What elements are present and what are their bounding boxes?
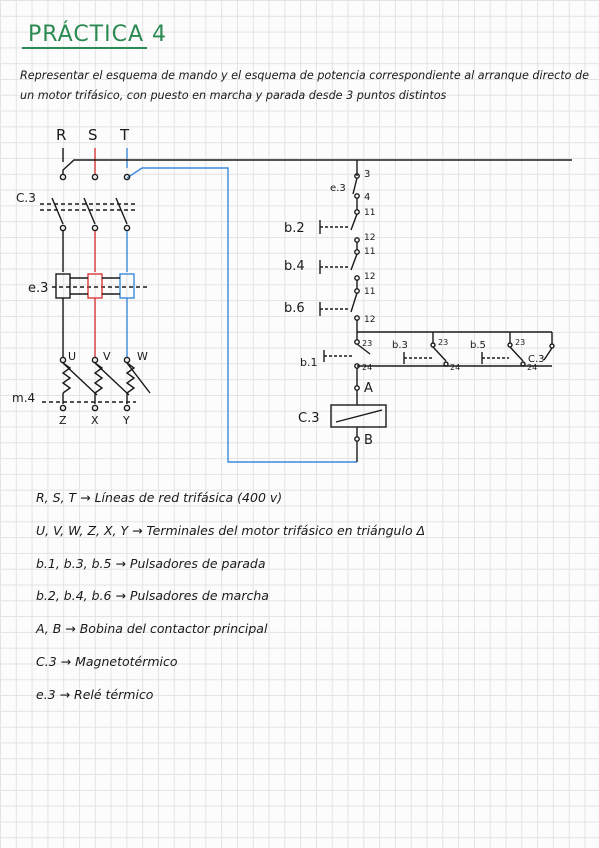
legend-value: Relé térmico: [74, 686, 154, 702]
start-button-b6-label: b.6: [284, 301, 305, 316]
terminal-s: [91, 173, 99, 181]
svg-text:24: 24: [362, 363, 372, 372]
motor-terminal-x: X: [91, 414, 99, 427]
legend-value: Terminales del motor trifásico en triáng…: [146, 522, 426, 538]
stop-button-b5-label: b.5: [470, 340, 486, 351]
motor-terminal-v: V: [103, 350, 111, 363]
legend-list: R, S, T → Líneas de red trifásica (400 v…: [36, 490, 425, 720]
legend-value: Pulsadores de parada: [129, 555, 266, 571]
control-supply-wire: [62, 159, 572, 175]
svg-text:12: 12: [364, 315, 375, 325]
start-button-b4-label: b.4: [284, 259, 305, 274]
terminal-r: [59, 173, 67, 181]
motor-winding-2: [93, 362, 104, 394]
legend-key: R, S, T: [36, 490, 77, 505]
control-pin-3: 3: [364, 169, 370, 180]
coil-terminal-b: B: [364, 433, 373, 448]
motor-label: m.4: [12, 391, 35, 405]
legend-key: U, V, W, Z, X, Y: [36, 522, 129, 538]
page-title: PRÁCTICA 4: [28, 22, 168, 47]
legend-key: C.3: [36, 653, 57, 669]
coil-terminal-a: A: [364, 381, 373, 396]
control-relay-label: e.3: [330, 183, 346, 194]
motor-winding-3: [125, 362, 136, 394]
legend-item: A, B → Bobina del contactor principal: [36, 621, 268, 637]
legend-item: U, V, W, Z, X, Y → Terminales del motor …: [36, 522, 426, 538]
motor-terminal-z: Z: [59, 414, 67, 427]
phase-label-s: S: [88, 126, 98, 144]
legend-item: b.1, b.3, b.5 → Pulsadores de parada: [36, 555, 266, 571]
breaker-pole-t: [115, 197, 128, 225]
legend-item: e.3 → Relé térmico: [36, 686, 154, 702]
legend-item: b.2, b.4, b.6 → Pulsadores de marcha: [36, 588, 269, 604]
legend-key: A, B: [36, 621, 62, 637]
motor-terminal-y: Y: [122, 414, 130, 427]
legend-item: R, S, T → Líneas de red trifásica (400 v…: [36, 490, 283, 505]
svg-text:24: 24: [450, 363, 460, 372]
legend-value: Bobina del contactor principal: [79, 621, 268, 637]
control-pin-11: 11: [364, 208, 375, 218]
power-relay-label: e.3: [28, 281, 48, 296]
breaker-pole-r: [51, 197, 64, 225]
svg-text:23: 23: [362, 339, 372, 348]
legend-key: e.3: [36, 686, 56, 702]
relay-element-r: [55, 273, 71, 299]
svg-text:11: 11: [364, 287, 375, 297]
svg-text:24: 24: [527, 363, 537, 372]
breaker-label: C.3: [16, 191, 36, 205]
problem-statement-line-2: un motor trifásico, con puesto en marcha…: [20, 89, 447, 102]
svg-text:11: 11: [364, 247, 375, 257]
legend-value: Líneas de red trifásica (400 v): [94, 490, 283, 505]
relay-element-t: [119, 273, 135, 299]
problem-statement: Representar el esquema de mando y el esq…: [20, 66, 590, 106]
power-circuit: R S T C.3 e.3: [12, 126, 572, 463]
phase-label-r: R: [56, 126, 66, 144]
control-return-wire: [126, 167, 357, 463]
problem-statement-line-1: Representar el esquema de mando y el esq…: [20, 69, 590, 82]
title-underline: [22, 47, 147, 49]
stop-button-b1-label: b.1: [300, 356, 317, 369]
aux-contact-label: C.3: [528, 354, 545, 365]
relay-element-s: [87, 273, 103, 299]
legend-key: b.2, b.4, b.6: [36, 588, 112, 604]
motor-winding-1: [61, 362, 72, 394]
svg-text:23: 23: [515, 338, 525, 347]
svg-text:12: 12: [364, 272, 375, 282]
svg-text:23: 23: [438, 338, 448, 347]
control-pin-4: 4: [364, 192, 370, 203]
legend-value: Magnetotérmico: [75, 653, 178, 669]
contactor-coil: [330, 404, 387, 428]
legend-value: Pulsadores de marcha: [129, 588, 269, 604]
svg-text:12: 12: [364, 233, 375, 243]
terminal-t: [123, 173, 131, 181]
legend-item: C.3 → Magnetotérmico: [36, 653, 178, 669]
stop-button-b3-label: b.3: [392, 340, 408, 351]
legend-key: b.1, b.3, b.5: [36, 555, 112, 571]
phase-label-t: T: [119, 126, 130, 144]
control-circuit: 3 e.3 4 11 b.2 12 11 b.4 12 11 b.6 12: [284, 160, 555, 462]
breaker-pole-s: [83, 197, 96, 225]
start-button-b2-label: b.2: [284, 221, 305, 236]
motor-terminal-u: U: [68, 350, 76, 363]
coil-label: C.3: [298, 411, 319, 426]
motor-terminal-w: W: [137, 350, 148, 363]
circuit-diagram: R S T C.3 e.3: [12, 126, 572, 463]
